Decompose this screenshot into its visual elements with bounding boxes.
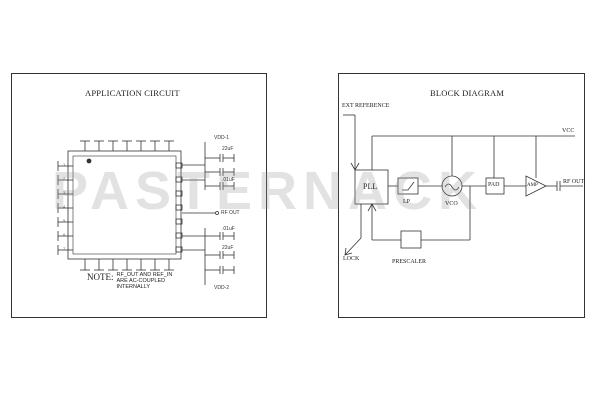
pin-label: 7 <box>63 246 66 251</box>
lock-output <box>344 204 362 256</box>
vcc-label: VCC <box>562 128 575 134</box>
block-diagram-panel <box>338 73 585 318</box>
pin-label: 5 <box>63 218 66 223</box>
amp-label: AMP <box>527 183 538 188</box>
pll-label: PLL <box>363 182 378 191</box>
amp-block <box>525 175 547 197</box>
vdd2-label: VDD-2 <box>214 285 230 291</box>
rf-out-label: RF OUT <box>221 210 240 216</box>
cap-22uf-bottom-label: 22uF <box>222 245 234 251</box>
pin-label: 1 <box>63 162 66 167</box>
note-line: RF_OUT AND REF_IN <box>116 272 173 278</box>
prescaler-label: PRESCALER <box>392 259 427 265</box>
ic-package-body <box>72 155 177 255</box>
lp-label: LP <box>403 199 411 205</box>
ext-reference-label: EXT REFERENCE <box>342 103 390 109</box>
application-circuit-title: APPLICATION CIRCUIT <box>85 88 180 98</box>
application-circuit-panel <box>11 73 267 318</box>
ext-reference-path <box>343 114 360 171</box>
ic-package-outline <box>67 150 182 260</box>
ic-bottom-pins <box>80 259 174 271</box>
note-block: NOTE: RF_OUT AND REF_IN ARE AC-COUPLED I… <box>87 272 172 290</box>
note-line: ARE AC-COUPLED <box>116 278 166 284</box>
note-line: INTERNALLY <box>116 284 151 290</box>
pin-label: 4 <box>63 204 66 209</box>
pin-label: 6 <box>63 232 66 237</box>
lp-block <box>397 177 419 195</box>
lp-symbol <box>402 181 415 191</box>
rf-out-block-label: RF OUT <box>563 179 585 185</box>
ic-right-pads <box>175 162 183 253</box>
pin1-marker <box>86 158 92 164</box>
block-diagram-title: BLOCK DIAGRAM <box>430 88 505 98</box>
vco-label: VCO <box>445 201 458 207</box>
note-heading: NOTE: <box>87 272 114 282</box>
prescaler-feedback <box>367 186 471 249</box>
pin-label: 2 <box>63 176 66 181</box>
pad-label: PAD <box>488 182 500 188</box>
vco-sine <box>444 183 460 191</box>
vdd1-network <box>182 142 235 190</box>
rf-out-trace <box>182 211 219 215</box>
lock-label: LOCK <box>343 256 360 262</box>
ic-left-pins <box>57 161 73 255</box>
pin-label: 3 <box>63 190 66 195</box>
vco-block <box>441 175 463 197</box>
vdd2-network <box>182 228 235 285</box>
cap-01uf-bottom-label: .01uF <box>222 226 235 232</box>
cap-22uf-top-label: 22uF <box>222 146 234 152</box>
vdd1-label: VDD-1 <box>214 135 230 141</box>
vcc-bus <box>371 135 575 178</box>
pll-block <box>354 169 389 205</box>
cap-01uf-top-label: .01uF <box>222 177 235 183</box>
ic-top-pins <box>80 140 174 151</box>
